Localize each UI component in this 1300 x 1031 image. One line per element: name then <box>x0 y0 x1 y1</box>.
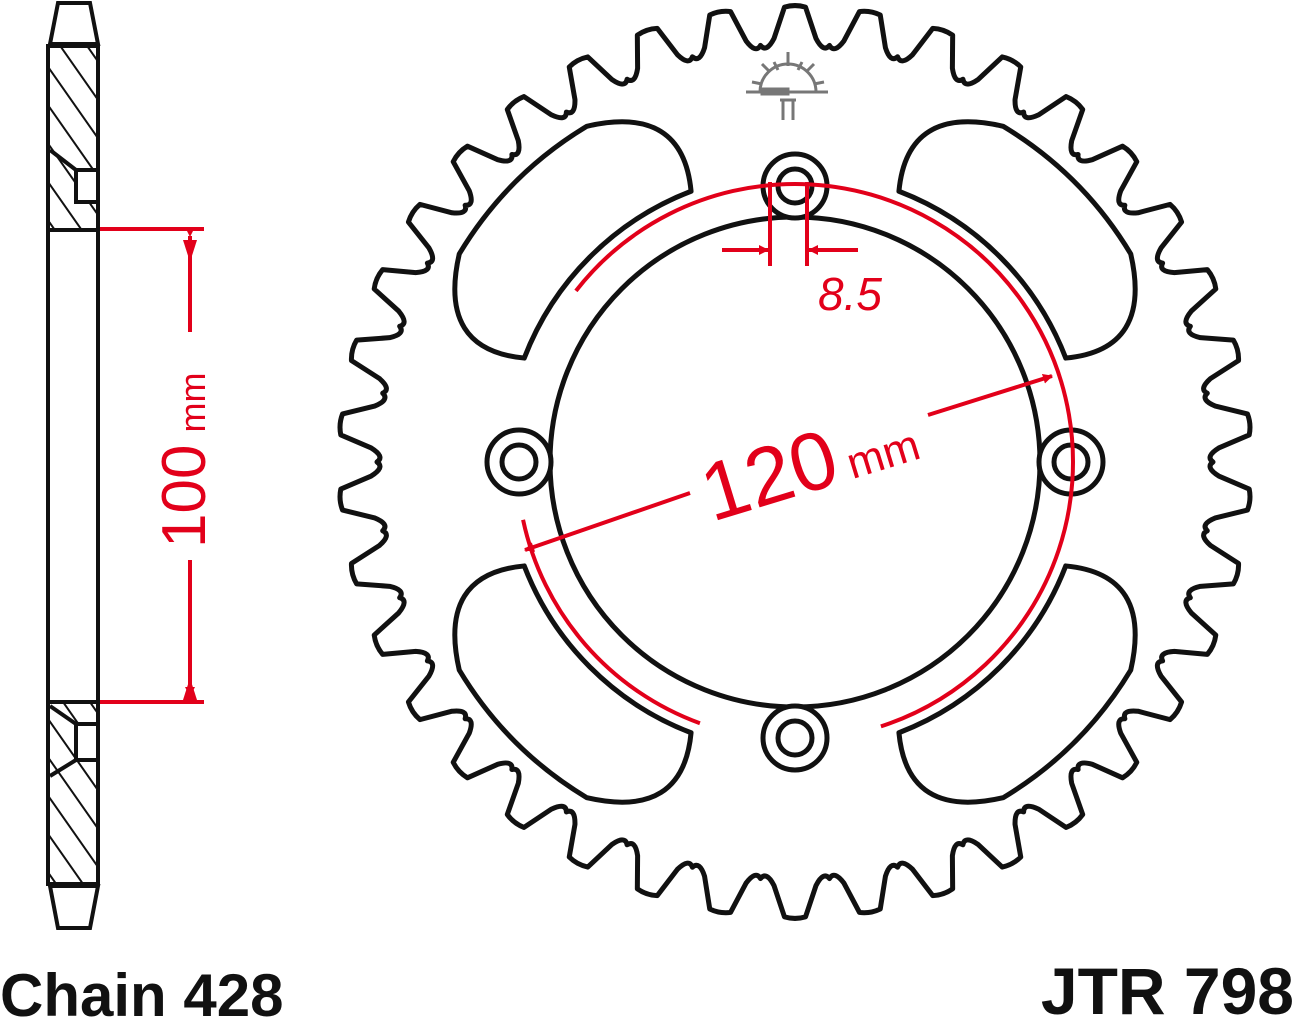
lightening-slot <box>896 563 1138 805</box>
sunrise-logo-icon <box>746 52 828 120</box>
svg-text:120mm: 120mm <box>691 388 928 539</box>
sprocket-front-view: 120mm 8.5 <box>337 3 1253 921</box>
bolt-hole <box>484 427 554 497</box>
dimension-120-value: 120 <box>691 412 848 539</box>
chain-size-label: Chain 428 <box>0 962 284 1029</box>
bolt-hole <box>499 442 539 482</box>
side-profile-view: 100 mm <box>46 1 219 930</box>
lightening-slot <box>452 119 694 361</box>
dimension-100-unit: mm <box>172 373 213 433</box>
dimension-120mm: 120mm <box>524 373 1053 552</box>
svg-text:100mm: 100 mm <box>150 373 219 548</box>
sprocket-teeth-outline <box>337 3 1253 921</box>
dimension-120-unit: mm <box>841 420 925 488</box>
lightening-slot <box>896 119 1138 361</box>
dimension-100mm: 100 mm <box>100 227 219 704</box>
lightening-slot <box>452 563 694 805</box>
bolt-circle-arc <box>521 519 701 726</box>
bolt-hole <box>760 703 830 773</box>
dimension-100-value: 100 <box>150 445 219 548</box>
dimension-8-5: 8.5 <box>818 268 882 320</box>
side-body <box>46 228 100 704</box>
lightening-slots <box>452 119 1138 805</box>
bolt-holes <box>484 151 1106 773</box>
bolt-circle-arc <box>574 182 1075 729</box>
part-number-label: JTR 798 <box>1040 954 1294 1028</box>
bolt-hole <box>775 718 815 758</box>
top-tooth-profile <box>47 1 101 46</box>
bottom-tooth-profile <box>47 884 101 930</box>
dimension-bolt-hole: 8.5 <box>722 182 882 320</box>
